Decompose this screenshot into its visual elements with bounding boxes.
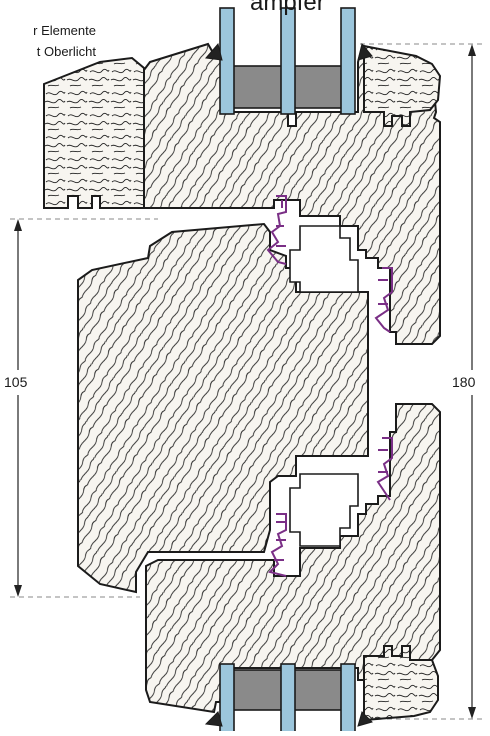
glass-pane bbox=[219, 7, 235, 115]
frame-profile-top bbox=[143, 42, 441, 345]
subtitle-line-2: t Oberlicht bbox=[36, 44, 96, 59]
glazing-unit-top bbox=[205, 7, 373, 115]
glazing-unit-bottom bbox=[204, 663, 373, 735]
rebate-void-top bbox=[289, 225, 359, 293]
dimension-label-left: 105 bbox=[4, 374, 28, 390]
gasket-top-2 bbox=[374, 267, 393, 333]
glass-pane bbox=[219, 663, 235, 735]
subtitle-line-1: r Elemente bbox=[33, 23, 96, 38]
dimension-left bbox=[14, 219, 22, 597]
seal-left bbox=[205, 42, 223, 61]
gasket-bottom-2 bbox=[268, 513, 287, 577]
gasket-top-1 bbox=[266, 195, 287, 265]
dimension-label-right: 180 bbox=[452, 374, 476, 390]
rebate-void-bottom bbox=[289, 473, 359, 547]
dimension-right bbox=[468, 44, 476, 719]
glazing-bead-top-right bbox=[363, 44, 442, 127]
glazing-bead-top-left bbox=[43, 56, 145, 209]
seal-right bbox=[357, 42, 373, 61]
gasket-bottom-1 bbox=[376, 437, 393, 501]
glass-pane bbox=[280, 663, 296, 735]
seal-right bbox=[357, 711, 373, 727]
arrow-down-icon bbox=[14, 585, 22, 597]
glass-pane bbox=[340, 663, 356, 735]
arrow-down-icon bbox=[468, 707, 476, 719]
sash-profile bbox=[77, 222, 369, 594]
arrow-up-icon bbox=[14, 219, 22, 231]
page-title: ampfer bbox=[250, 0, 325, 16]
glazing-bead-bottom-right bbox=[363, 645, 439, 722]
seal-left bbox=[204, 711, 223, 727]
glass-pane bbox=[340, 7, 356, 115]
glass-pane bbox=[280, 7, 296, 115]
arrow-up-icon bbox=[468, 44, 476, 56]
